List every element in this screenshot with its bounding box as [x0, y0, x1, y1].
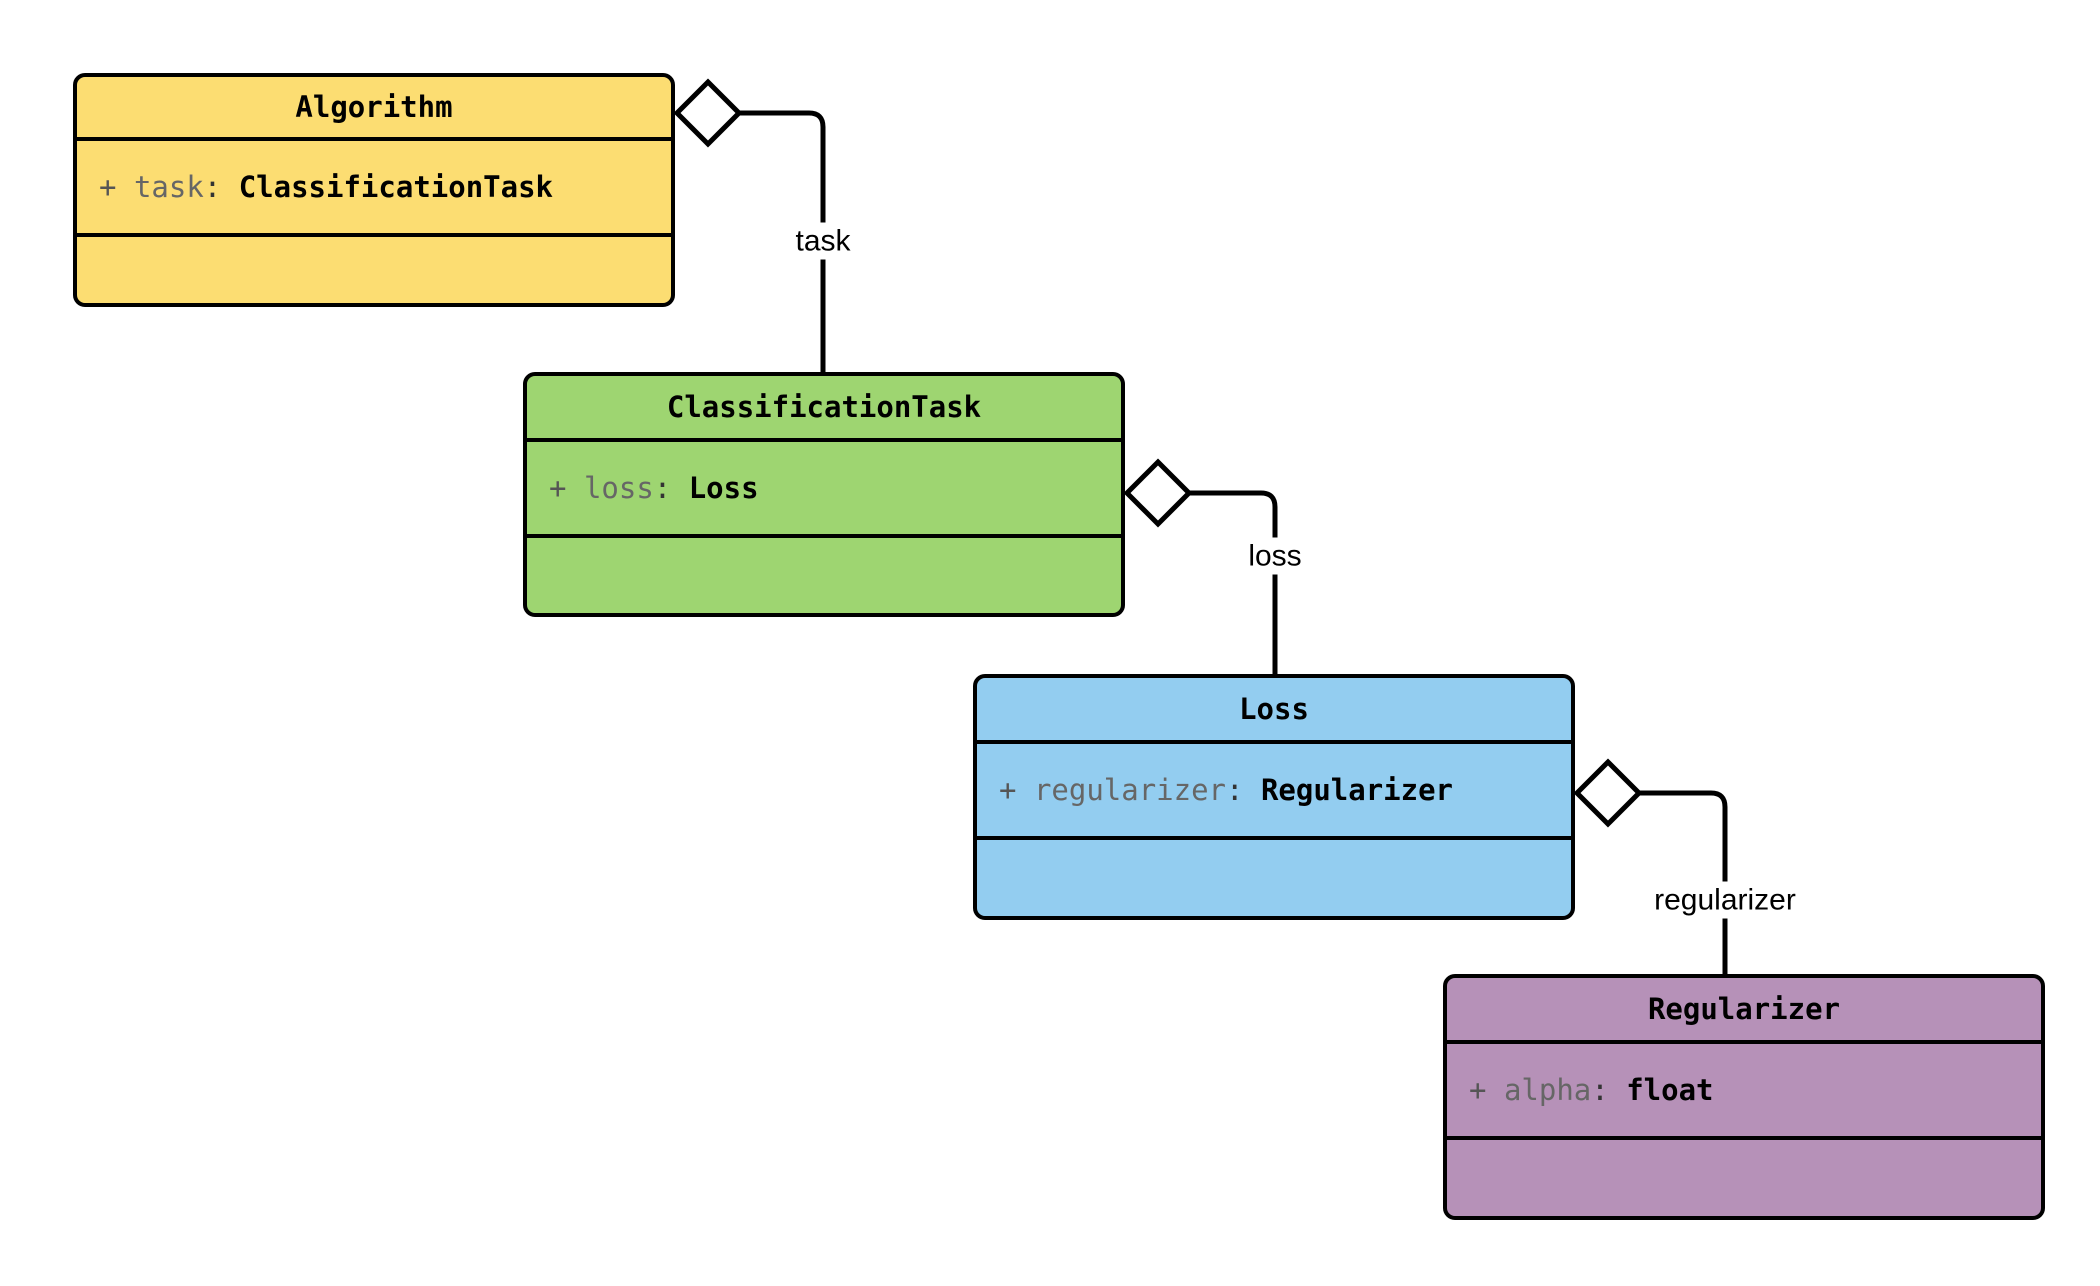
- aggregation-diamond-loss-regularizer: [1573, 758, 1643, 828]
- aggregation-diamond-algorithm-task: [673, 78, 743, 148]
- attribute-type: ClassificationTask: [238, 169, 553, 204]
- class-attributes-section-algorithm: + task: ClassificationTask: [77, 141, 671, 237]
- class-attributes-section-classification-task: + loss: Loss: [527, 442, 1121, 538]
- class-name-loss: Loss: [1239, 692, 1309, 726]
- class-title-section-loss: Loss: [977, 678, 1571, 744]
- attribute-space: [116, 170, 133, 204]
- attribute-separator: :: [653, 470, 672, 505]
- class-name-algorithm: Algorithm: [295, 90, 453, 124]
- attribute-row: + task: ClassificationTask: [99, 169, 553, 204]
- attribute-type: float: [1626, 1072, 1714, 1107]
- attribute-space: [1016, 773, 1033, 807]
- aggregation-connector-task-loss: [1189, 490, 1278, 674]
- attribute-space: [671, 471, 688, 505]
- attribute-type: Loss: [688, 470, 759, 505]
- attribute-name: loss: [583, 470, 654, 505]
- attribute-visibility: +: [1469, 1072, 1487, 1107]
- class-name-regularizer: Regularizer: [1647, 992, 1841, 1026]
- attribute-row: + loss: Loss: [549, 470, 759, 505]
- attribute-space: [1486, 1073, 1503, 1107]
- attribute-space: [221, 170, 238, 204]
- attribute-name: regularizer: [1033, 772, 1226, 807]
- attribute-name: alpha: [1503, 1072, 1592, 1107]
- uml-class-classification-task[interactable]: ClassificationTask + loss: Loss: [523, 372, 1125, 617]
- uml-class-regularizer[interactable]: Regularizer + alpha: float: [1443, 974, 2045, 1220]
- attribute-space: [566, 471, 583, 505]
- edge-label-algorithm-task: task: [788, 222, 858, 260]
- class-attributes-section-regularizer: + alpha: float: [1447, 1044, 2041, 1140]
- attribute-row: + alpha: float: [1469, 1072, 1714, 1107]
- attribute-separator: :: [1591, 1072, 1609, 1107]
- attribute-type: Regularizer: [1260, 772, 1453, 807]
- class-methods-section-regularizer: [1447, 1140, 2041, 1216]
- edge-label-task-loss: loss: [1241, 537, 1309, 575]
- uml-class-loss[interactable]: Loss + regularizer: Regularizer: [973, 674, 1575, 920]
- attribute-name: task: [133, 169, 204, 204]
- attribute-row: + regularizer: Regularizer: [999, 772, 1453, 807]
- attribute-space: [1243, 773, 1260, 807]
- attribute-visibility: +: [99, 169, 117, 204]
- class-attributes-section-loss: + regularizer: Regularizer: [977, 744, 1571, 840]
- class-title-section-algorithm: Algorithm: [77, 77, 671, 141]
- class-methods-section-algorithm: [77, 237, 671, 303]
- class-name-classification-task: ClassificationTask: [666, 390, 982, 424]
- attribute-separator: :: [1226, 772, 1244, 807]
- class-methods-section-loss: [977, 840, 1571, 916]
- attribute-separator: :: [203, 169, 222, 204]
- aggregation-diamond-task-loss: [1123, 458, 1193, 528]
- uml-class-algorithm[interactable]: Algorithm + task: ClassificationTask: [73, 73, 675, 307]
- edge-label-loss-regularizer: regularizer: [1647, 881, 1803, 919]
- attribute-visibility: +: [999, 772, 1017, 807]
- class-title-section-classification-task: ClassificationTask: [527, 376, 1121, 442]
- class-methods-section-classification-task: [527, 538, 1121, 613]
- attribute-visibility: +: [549, 470, 567, 505]
- attribute-space: [1609, 1073, 1626, 1107]
- class-title-section-regularizer: Regularizer: [1447, 978, 2041, 1044]
